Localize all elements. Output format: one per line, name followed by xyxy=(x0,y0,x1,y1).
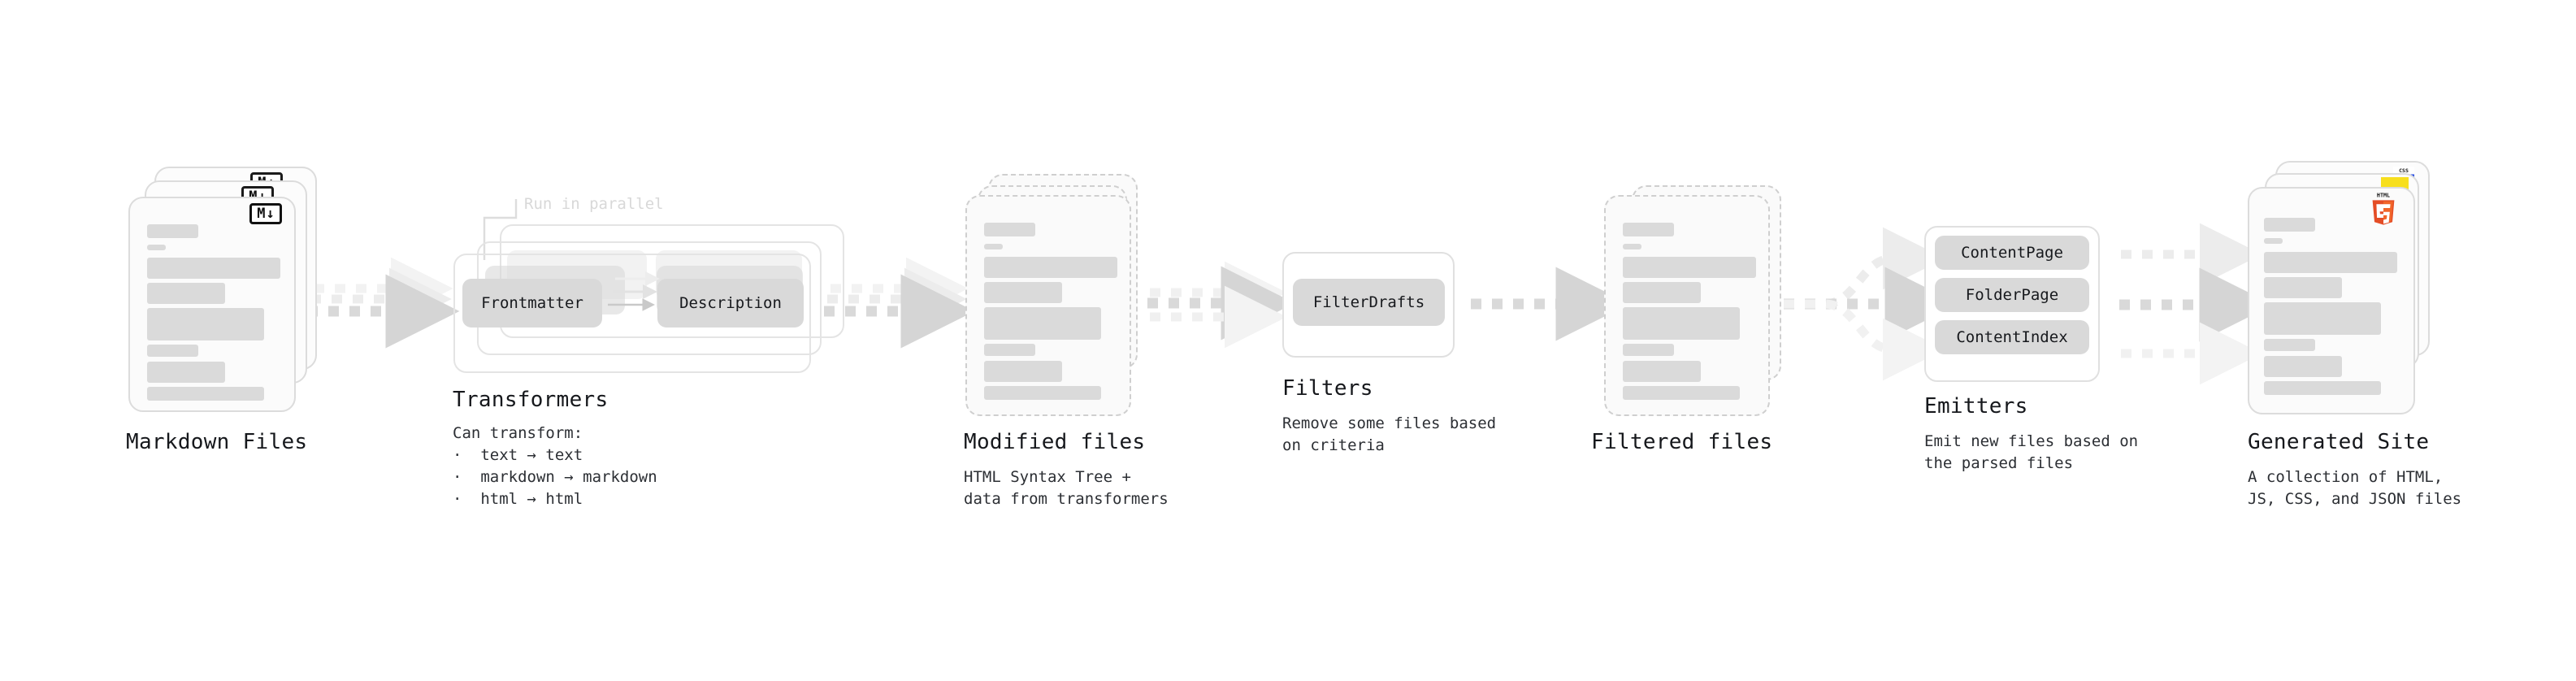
stage-title-transformers: Transformers xyxy=(453,388,609,412)
site-file-card-html xyxy=(2248,187,2415,414)
md-badge-arrow-icon: ↓ xyxy=(266,205,275,222)
skeleton-heading xyxy=(147,224,198,238)
transformer-pill-frontmatter[interactable]: Frontmatter xyxy=(462,279,602,327)
skeleton-line xyxy=(2264,277,2342,298)
skeleton-line xyxy=(984,282,1062,303)
skeleton-subheading xyxy=(147,245,166,250)
filtered-file-card-front xyxy=(1604,195,1770,416)
skeleton-line xyxy=(2264,381,2381,395)
transformer-pill-description[interactable]: Description xyxy=(657,279,804,327)
arrow-markdown-to-transformers xyxy=(307,257,460,349)
stage-subtitle-emitters: Emit new files based on the parsed files xyxy=(1924,432,2139,472)
stage-subtitle-filters: Remove some files based on criteria xyxy=(1282,414,1497,454)
skeleton-subheading xyxy=(984,244,1003,249)
md-badge-letter: M xyxy=(249,189,257,204)
arrow-emitters-to-site xyxy=(2119,223,2274,385)
skeleton-line xyxy=(2264,356,2342,377)
skeleton-line xyxy=(147,283,225,304)
skeleton-line xyxy=(2264,339,2315,351)
skeleton-line xyxy=(984,361,1062,382)
modified-file-card-front xyxy=(965,195,1131,416)
skeleton-line xyxy=(1623,361,1701,382)
md-badge-letter: M xyxy=(257,205,266,222)
arrow-modified-to-filters xyxy=(1147,261,1295,349)
skeleton-line xyxy=(1623,344,1674,356)
transformer-group-box-front xyxy=(453,254,811,373)
stage-title-filters: Filters xyxy=(1282,376,1373,401)
skeleton-line xyxy=(147,362,225,383)
html5-badge: HTML xyxy=(2372,193,2395,225)
skeleton-line xyxy=(147,258,280,279)
skeleton-line xyxy=(984,386,1101,400)
stage-title-generated-site: Generated Site xyxy=(2248,430,2430,454)
skeleton-subheading xyxy=(2264,238,2283,244)
skeleton-line xyxy=(984,257,1117,278)
transformers-list-item: text → text xyxy=(453,445,657,466)
transformers-list-item: markdown → markdown xyxy=(453,466,657,488)
filter-pill-filterdrafts[interactable]: FilterDrafts xyxy=(1293,279,1445,326)
emitter-pill-folderpage[interactable]: FolderPage xyxy=(1935,278,2089,312)
stage-subtitle-modified-files: HTML Syntax Tree + data from transformer… xyxy=(964,468,1169,508)
skeleton-line xyxy=(147,308,264,340)
skeleton-line xyxy=(2264,252,2397,273)
stage-title-emitters: Emitters xyxy=(1924,394,2028,419)
markdown-file-card-front xyxy=(128,197,296,412)
transformers-list-item: html → html xyxy=(453,488,657,510)
svg-text:HTML: HTML xyxy=(2377,193,2390,199)
transformers-capability-list: Can transform: text → text markdown → ma… xyxy=(453,423,657,510)
skeleton-line xyxy=(2264,302,2381,335)
skeleton-line xyxy=(1623,307,1740,340)
skeleton-line xyxy=(984,344,1035,356)
stage-title-modified-files: Modified files xyxy=(964,430,1146,454)
skeleton-line xyxy=(1623,386,1740,400)
skeleton-line xyxy=(147,345,198,357)
emitter-pill-contentpage[interactable]: ContentPage xyxy=(1935,236,2089,270)
skeleton-line xyxy=(1623,257,1756,278)
arrow-filtered-to-emitters xyxy=(1784,227,1959,381)
skeleton-heading xyxy=(1623,223,1674,236)
skeleton-line xyxy=(984,307,1101,340)
skeleton-heading xyxy=(984,223,1035,236)
stage-title-markdown-files: Markdown Files xyxy=(126,430,308,454)
md-badge-arrow-icon: ↓ xyxy=(258,189,267,204)
skeleton-heading xyxy=(2264,218,2315,232)
stage-title-filtered-files: Filtered files xyxy=(1591,430,1773,454)
md-badge-front: M↓ xyxy=(249,203,282,224)
run-in-parallel-label: Run in parallel xyxy=(524,195,664,213)
skeleton-line xyxy=(147,387,264,401)
svg-text:CSS: CSS xyxy=(2399,167,2409,174)
stage-subtitle-generated-site: A collection of HTML, JS, CSS, and JSON … xyxy=(2248,468,2462,508)
skeleton-line xyxy=(1623,282,1701,303)
emitter-pill-contentindex[interactable]: ContentIndex xyxy=(1935,320,2089,354)
transformers-list-header: Can transform: xyxy=(453,424,583,442)
skeleton-subheading xyxy=(1623,244,1641,249)
